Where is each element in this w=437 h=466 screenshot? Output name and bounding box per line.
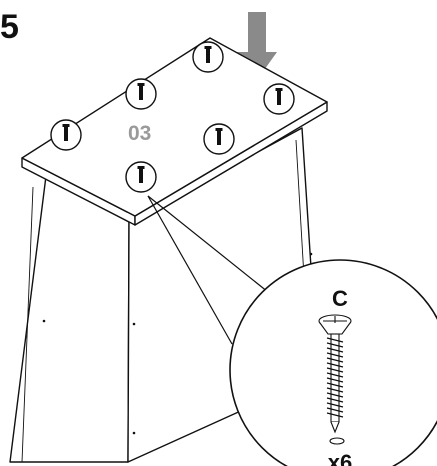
- screw-icon: [203, 123, 235, 155]
- screw-icon: [192, 41, 224, 73]
- screw-icon: [263, 83, 295, 115]
- panel-label: 03: [128, 122, 151, 145]
- screw-detail-callout: C x6: [229, 259, 437, 466]
- part-quantity: x6: [328, 450, 352, 466]
- screw-markers: [50, 41, 295, 193]
- screw-icon: [50, 119, 82, 151]
- part-letter: C: [332, 286, 348, 311]
- screw-c-icon: [318, 314, 352, 445]
- screw-icon: [125, 78, 157, 110]
- screw-icon: [125, 161, 157, 193]
- step-number: 5: [0, 8, 19, 46]
- callout-lines: [147, 195, 269, 345]
